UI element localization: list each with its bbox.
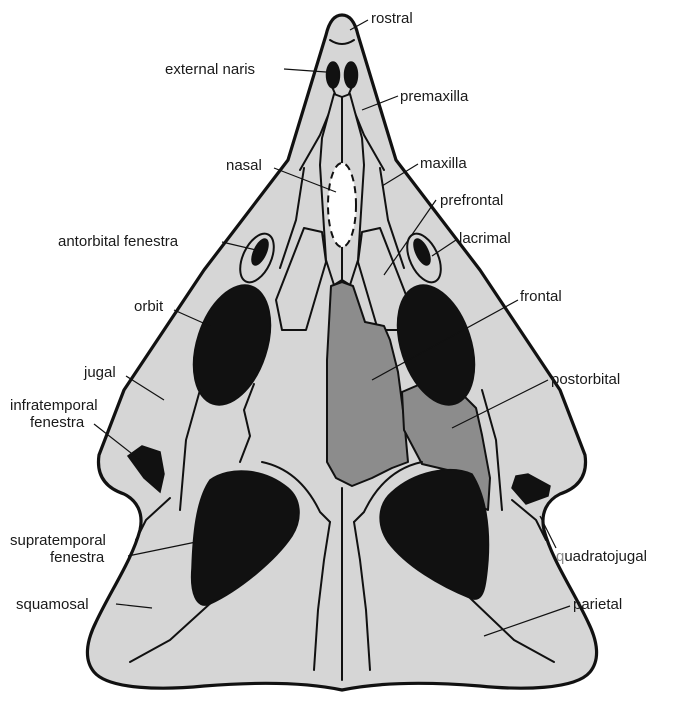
label-lacrimal: lacrimal <box>459 230 511 247</box>
nasal-fontanelle <box>328 163 356 247</box>
external-naris-left <box>327 62 340 88</box>
label-orbit: orbit <box>134 298 164 315</box>
label-premaxilla: premaxilla <box>400 88 469 105</box>
label-supratemporal-line1: supratemporal <box>10 532 106 549</box>
label-frontal: frontal <box>520 288 562 305</box>
label-infratemporal-line2: fenestra <box>30 414 85 431</box>
label-quadratojugal-q: q <box>556 548 564 565</box>
label-jugal: jugal <box>83 364 116 381</box>
label-supratemporal-line2: fenestra <box>50 549 105 566</box>
label-parietal: parietal <box>573 596 622 613</box>
label-antorbital-fenestra: antorbital fenestra <box>58 233 179 250</box>
label-prefrontal: prefrontal <box>440 192 503 209</box>
label-infratemporal-line1: infratemporal <box>10 397 98 414</box>
label-postorbital: postorbital <box>551 371 620 388</box>
label-rostral: rostral <box>371 10 413 27</box>
label-squamosal: squamosal <box>16 596 89 613</box>
label-quadratojugal-rest: uadratojugal <box>564 548 647 565</box>
label-quadratojugal: quadratojugal <box>556 548 647 565</box>
label-nasal: nasal <box>226 157 262 174</box>
external-naris-right <box>345 62 358 88</box>
label-maxilla: maxilla <box>420 155 467 172</box>
label-external-naris: external naris <box>165 61 255 78</box>
